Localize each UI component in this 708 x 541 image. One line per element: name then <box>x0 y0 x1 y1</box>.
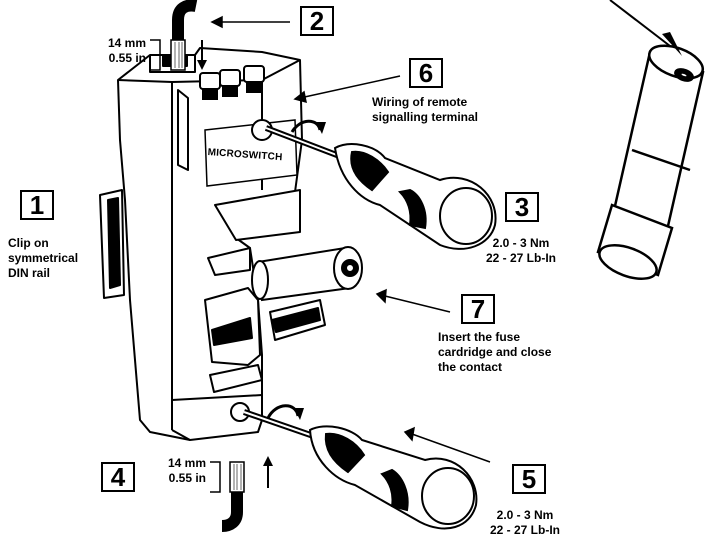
fuse-pointer-arrowhead <box>662 32 682 56</box>
step-3-torque-nm: 2.0 - 3 Nm <box>492 236 550 250</box>
callout-arrows <box>210 15 491 463</box>
step-5-torque-nm: 2.0 - 3 Nm <box>496 508 554 522</box>
step-3-caption: 2.0 - 3 Nm 22 - 27 Lb-In <box>466 236 576 266</box>
step-6-caption-line: Wiring of remote <box>372 95 468 109</box>
step-1-caption-line: DIN rail <box>8 266 51 280</box>
step-1-caption-line: Clip on <box>8 236 49 250</box>
top-wire <box>170 0 198 71</box>
step-7-number: 7 <box>461 294 495 324</box>
bottom-strip-length-in: 0.55 in <box>168 471 206 485</box>
signalling-terminals <box>199 65 265 100</box>
bottom-wire-insert-arrowhead <box>263 456 273 466</box>
lower-rotation-arrowhead <box>294 408 304 420</box>
loose-fuse-cartridge <box>596 44 705 280</box>
lower-rotation-arrow <box>266 404 300 419</box>
step-3-number: 3 <box>505 192 539 222</box>
bottom-strip-length: 14 mm 0.55 in <box>144 456 206 486</box>
inserted-fuse-cartridge <box>251 246 363 302</box>
upper-screwdriver <box>264 125 497 250</box>
step-5-number: 5 <box>512 464 546 494</box>
step-7-caption-line: cardridge and close <box>438 345 552 359</box>
step-7-caption: Insert the fuse cardridge and close the … <box>438 330 551 375</box>
step-5-caption: 2.0 - 3 Nm 22 - 27 Lb-In <box>470 508 580 538</box>
bottom-dimension-bracket <box>210 461 221 493</box>
lower-screwdriver <box>243 409 478 530</box>
fuse-pointer-arrow <box>609 0 671 47</box>
step-7-caption-line: Insert the fuse <box>438 330 521 344</box>
top-dimension-bracket <box>150 39 161 71</box>
step-1-caption: Clip on symmetrical DIN rail <box>8 236 78 281</box>
upper-rotation-arrowhead <box>316 122 326 134</box>
bottom-wire <box>221 461 245 532</box>
step-2-number: 2 <box>300 6 334 36</box>
step-3-torque-lbin: 22 - 27 Lb-In <box>485 251 556 265</box>
step-4-number: 4 <box>101 462 135 492</box>
step-5-torque-lbin: 22 - 27 Lb-In <box>489 523 560 537</box>
step-1-caption-line: symmetrical <box>8 251 79 265</box>
step-1-number: 1 <box>20 190 54 220</box>
top-strip-length: 14 mm 0.55 in <box>84 36 146 66</box>
top-strip-length-mm: 14 mm <box>107 36 146 50</box>
bottom-strip-length-mm: 14 mm <box>167 456 206 470</box>
top-strip-length-in: 0.55 in <box>108 51 146 65</box>
step-6-caption-line: signalling terminal <box>372 110 479 124</box>
step-6-caption: Wiring of remote signalling terminal <box>372 95 478 125</box>
step-7-caption-line: the contact <box>438 360 503 374</box>
step-6-number: 6 <box>409 58 443 88</box>
top-wire-insert-arrowhead <box>197 60 207 70</box>
fuse-holder-body <box>99 47 326 441</box>
